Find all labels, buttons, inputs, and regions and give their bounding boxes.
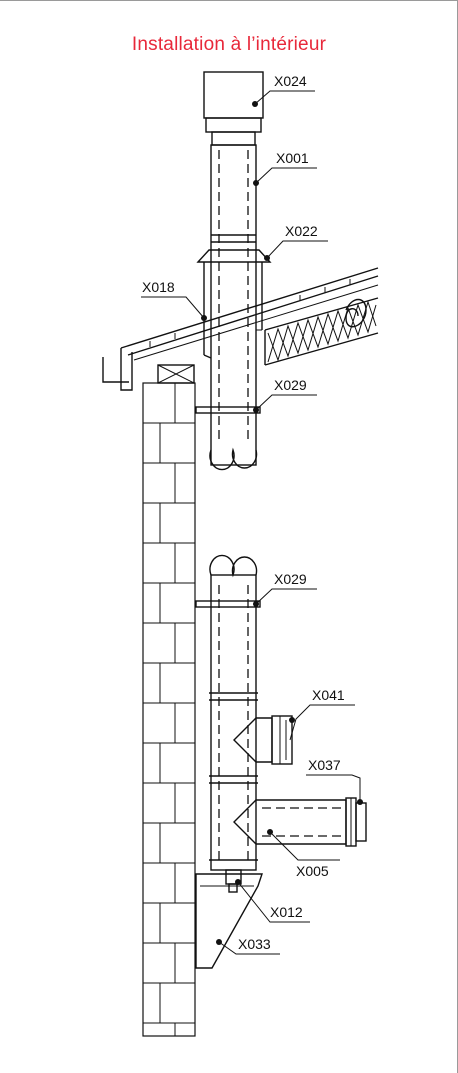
upper-flue-pipe <box>209 131 258 471</box>
label-x005: X005 <box>296 863 329 879</box>
label-x024: X024 <box>274 73 307 89</box>
connection-tee <box>233 797 367 847</box>
upper-wall-bracket <box>195 406 261 414</box>
label-x001: X001 <box>276 150 309 166</box>
inspection-tee <box>233 715 293 765</box>
lower-wall-bracket <box>195 600 261 608</box>
support-bracket <box>195 873 263 969</box>
diagram-title: Installation à l’intérieur <box>131 34 327 55</box>
label-x029-bottom: X029 <box>274 571 307 587</box>
label-x033: X033 <box>238 936 271 952</box>
label-x037: X037 <box>308 757 341 773</box>
condensate-cap <box>225 869 242 893</box>
lower-flue-pipe <box>209 554 258 871</box>
label-x018: X018 <box>142 279 175 295</box>
leader-lines <box>141 90 363 955</box>
label-x029-top: X029 <box>274 377 307 393</box>
brick-wall <box>142 364 196 1037</box>
roof-flashing <box>196 249 272 359</box>
roof <box>102 267 379 391</box>
label-x041: X041 <box>312 687 345 703</box>
label-x012: X012 <box>270 904 303 920</box>
label-x022: X022 <box>285 223 318 239</box>
